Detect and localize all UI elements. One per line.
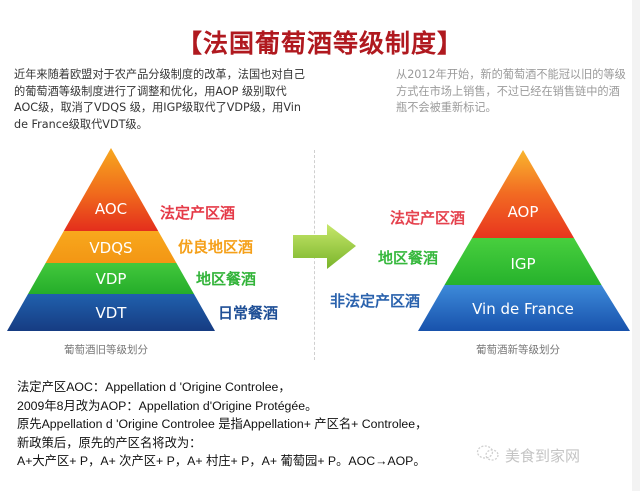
old-tier-vdt	[7, 294, 215, 331]
new-pyramid-caption: 葡萄酒新等级划分	[476, 344, 560, 356]
old-tier-aoc	[63, 148, 159, 231]
old-tier-meaning: 优良地区酒	[178, 238, 254, 256]
new-tier-label: Vin de France	[472, 300, 574, 318]
intro-text-right: 从2012年开始，新的葡萄酒不能冠以旧的等级方式在市场上销售，不过已经在销售链中…	[396, 68, 626, 114]
old-tier-label: VDP	[96, 270, 127, 288]
new-tier-vin-de-france	[418, 285, 630, 331]
old-tier-vdqs	[45, 231, 177, 263]
note-line: 原先Appellation d 'Origine Controlee 是指App…	[17, 417, 428, 432]
note-line: A+大产区+ P，A+ 次产区+ P，A+ 村庄+ P，A+ 葡萄园+ P。AO…	[17, 454, 426, 469]
old-tier-meaning: 地区餐酒	[196, 270, 257, 288]
old-tier-label: AOC	[95, 200, 127, 218]
note-line: 2009年8月改为AOP：Appellation d'Origine Proté…	[17, 398, 318, 413]
new-tier-igp	[444, 238, 602, 285]
watermark: 美食到家网	[476, 444, 580, 466]
old-tier-meaning: 法定产区酒	[160, 204, 236, 222]
right-arrow-icon	[293, 224, 356, 269]
wechat-icon	[476, 444, 500, 466]
note-line: 法定产区AOC：Appellation d 'Origine Controlee…	[17, 380, 291, 394]
new-tier-meaning: 法定产区酒	[390, 209, 466, 227]
old-tier-label: VDQS	[89, 239, 132, 257]
notes-block: 法定产区AOC：Appellation d 'Origine Controlee…	[17, 378, 617, 471]
old-pyramid: AOC VDQS VDP VDT	[7, 148, 215, 331]
note-line: 新政策后，原先的产区名将改为：	[17, 435, 202, 450]
new-tier-label: IGP	[510, 255, 535, 273]
page-edge	[632, 0, 640, 491]
watermark-text: 美食到家网	[505, 446, 581, 465]
new-tier-meaning: 非法定产区酒	[330, 292, 421, 310]
new-tier-meaning: 地区餐酒	[378, 249, 439, 267]
new-tier-label: AOP	[508, 203, 539, 221]
intro-text-left: 近年来随着欧盟对于农产品分级制度的改革，法国也对自己的葡萄酒等级制度进行了调整和…	[14, 68, 305, 131]
new-tier-aop	[472, 150, 574, 238]
old-tier-label: VDT	[96, 304, 128, 322]
page-title: 【法国葡萄酒等级制度】	[176, 29, 463, 58]
old-pyramid-caption: 葡萄酒旧等级划分	[64, 344, 148, 356]
new-pyramid: AOP IGP Vin de France	[418, 150, 630, 331]
old-tier-vdp	[28, 263, 194, 294]
old-tier-meaning: 日常餐酒	[218, 304, 279, 322]
